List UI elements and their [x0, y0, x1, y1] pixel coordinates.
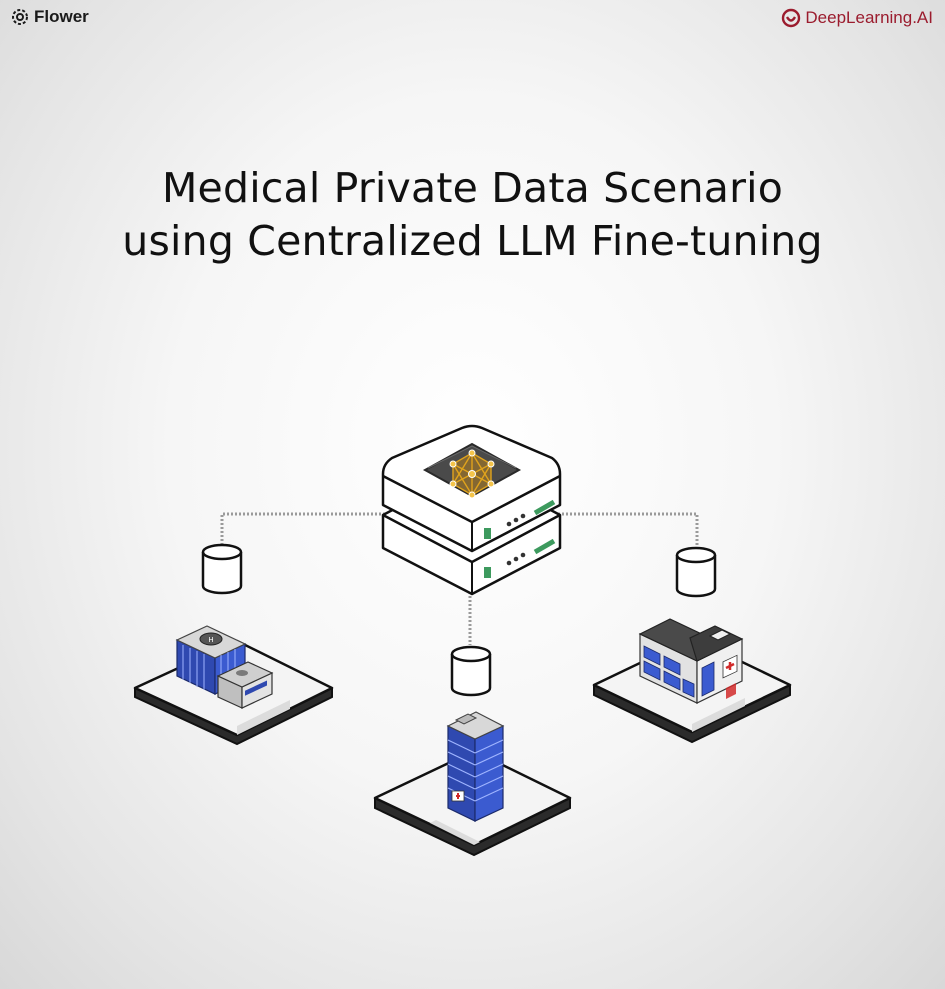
clinic-building-icon	[592, 618, 792, 744]
deeplearning-ai-logo-icon	[782, 8, 801, 28]
title-line-1: Medical Private Data Scenario	[161, 164, 784, 212]
page-title: Medical Private Data Scenario using Cent…	[0, 162, 945, 268]
hospital-with-helipad-icon: H	[133, 625, 334, 746]
flower-brand: Flower	[10, 6, 89, 28]
hospital-tower-icon	[373, 711, 572, 857]
flower-gear-icon	[12, 9, 28, 25]
deeplearning-brand-label: DeepLearning.AI	[805, 8, 933, 27]
database-right-icon	[675, 546, 717, 598]
flower-brand-label: Flower	[34, 7, 89, 26]
connection-lines	[220, 512, 699, 645]
server-with-llm-network-icon	[381, 424, 562, 596]
database-center-icon	[450, 645, 492, 697]
database-left-icon	[201, 543, 243, 595]
deeplearning-brand: DeepLearning.AI	[781, 7, 933, 29]
title-line-2: using Centralized LLM Fine-tuning	[122, 217, 823, 265]
svg-text:H: H	[208, 636, 213, 644]
